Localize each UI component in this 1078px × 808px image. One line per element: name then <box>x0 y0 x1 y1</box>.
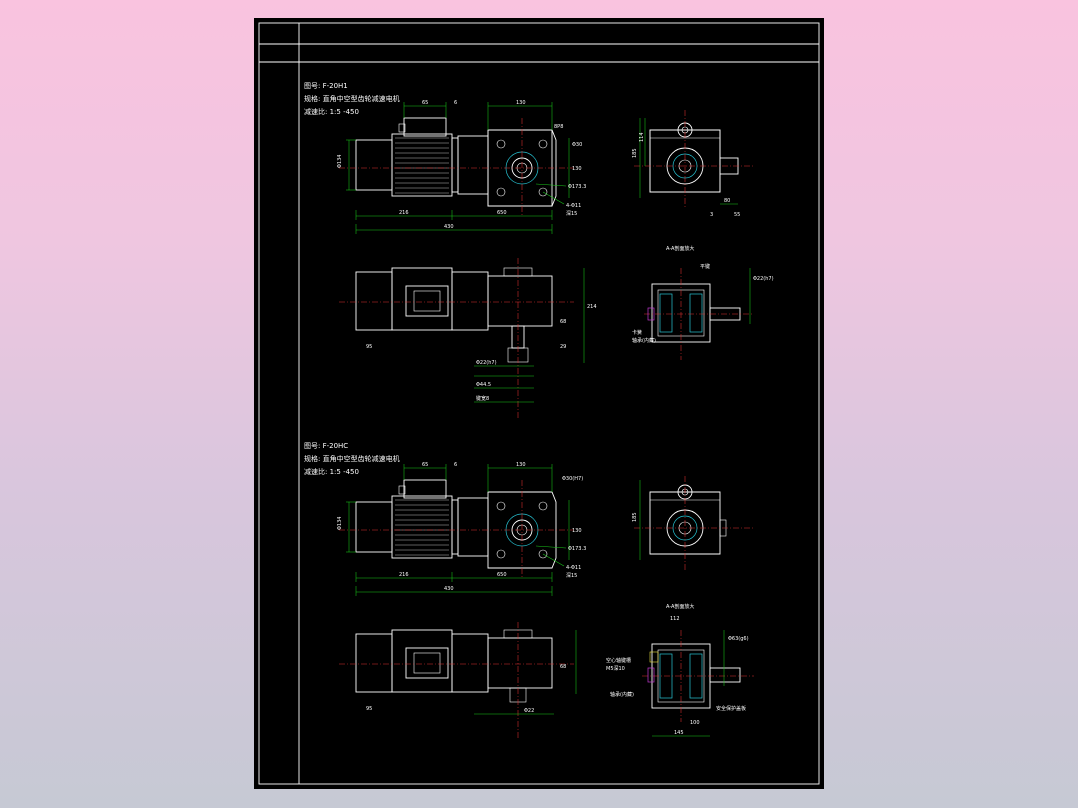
upper-ratio-label: 减速比: 1:5 -450 <box>304 107 359 116</box>
cad-drawing: 图号: F-20H1 规格: 直角中空型齿轮减速电机 减速比: 1:5 -450 <box>258 22 820 785</box>
upper-section-view: A-A剖面放大 卡簧 轴承(内藏) 平键 Φ22(h7) <box>632 245 774 360</box>
lower-section-view: A-A剖面放大 112 空心轴键槽 M5深10 轴承(内藏) 安全保护盖板 Φ6… <box>606 603 754 737</box>
upper-side-dim-80: 80 <box>724 198 730 204</box>
lower-model-label: 图号: F-20HC <box>304 442 348 450</box>
lower-side-view: 185 <box>632 476 754 570</box>
upper-side-dim-55: 55 <box>734 212 740 218</box>
upper-spec-label: 规格: 直角中空型齿轮减速电机 <box>304 94 400 103</box>
lower-dim-6: 6 <box>454 462 457 468</box>
upper-section-dim-phi22: Φ22(h7) <box>753 276 774 282</box>
upper-dim-430: 430 <box>444 224 454 230</box>
upper-plan-dim-214: 214 <box>587 304 597 310</box>
lower-side-dim-185: 185 <box>632 512 638 522</box>
upper-dim-216: 216 <box>399 210 409 216</box>
upper-plan-dim-phi44: Φ44.5 <box>476 382 491 388</box>
upper-dim-4phi11: 4-Φ11 <box>566 203 581 209</box>
lower-dim-h130: 130 <box>572 528 582 534</box>
lower-plan-dim-phi22: Φ22 <box>524 708 534 714</box>
upper-model-label: 图号: F-20H1 <box>304 82 348 90</box>
upper-dim-8p8: 8P8 <box>554 124 563 130</box>
lower-dim-phi173: Φ173.3 <box>568 546 586 552</box>
lower-dim-depth: 深15 <box>566 572 577 579</box>
lower-dim-650: 650 <box>497 572 507 578</box>
upper-plan-dim-key: 键宽8 <box>476 395 489 402</box>
upper-side-dim-3: 3 <box>710 212 713 218</box>
lower-section-label-d: 安全保护盖板 <box>716 705 746 712</box>
upper-section-title: A-A剖面放大 <box>666 245 694 252</box>
upper-plan-dim-29: 29 <box>560 344 566 350</box>
lower-dim-phi30: Φ30(H7) <box>562 476 583 482</box>
upper-dim-6: 6 <box>454 100 457 106</box>
lower-section-dim-145: 145 <box>674 730 684 736</box>
drawing-sheet: 图号: F-20H1 规格: 直角中空型齿轮减速电机 减速比: 1:5 -450 <box>254 18 824 789</box>
upper-title-block: 图号: F-20H1 规格: 直角中空型齿轮减速电机 减速比: 1:5 -450 <box>304 82 400 116</box>
upper-dim-650: 650 <box>497 210 507 216</box>
lower-plan-dim-68: 68 <box>560 664 566 670</box>
upper-plan-dim-68: 68 <box>560 319 566 325</box>
lower-title-block: 图号: F-20HC 规格: 直角中空型齿轮减速电机 减速比: 1:5 -450 <box>304 442 400 476</box>
upper-side-dim-185: 185 <box>632 148 638 158</box>
lower-front-view: Φ134 216 650 430 65 6 130 Φ30(H7) 130 Φ1… <box>337 462 586 596</box>
upper-side-dim-114: 114 <box>639 132 645 142</box>
lower-ratio-label: 减速比: 1:5 -450 <box>304 467 359 476</box>
lower-spec-label: 规格: 直角中空型齿轮减速电机 <box>304 454 400 463</box>
upper-side-view: 185 114 80 55 3 <box>632 110 754 218</box>
lower-plan-dim-95: 95 <box>366 706 372 712</box>
lower-section-dim-phi63: Φ63(g6) <box>728 636 749 642</box>
upper-dim-depth: 深15 <box>566 210 577 217</box>
upper-dim-h130: 130 <box>572 166 582 172</box>
upper-section-note: 轴承(内藏) <box>632 337 656 344</box>
upper-section-label-b: 卡簧 <box>632 329 642 336</box>
lower-section-dim-112: 112 <box>670 616 680 622</box>
upper-section-label-a: 平键 <box>700 263 710 270</box>
lower-dim-phi134: Φ134 <box>337 517 343 530</box>
lower-section-title: A-A剖面放大 <box>666 603 694 610</box>
upper-dim-65: 65 <box>422 100 428 106</box>
upper-plan-dim-phi22: Φ22(h7) <box>476 360 497 366</box>
upper-plan-view: 214 68 29 Φ22(h7) Φ44.5 键宽8 95 <box>339 258 597 418</box>
lower-section-dim-100: 100 <box>690 720 700 726</box>
drawing-frame <box>258 22 820 785</box>
lower-dim-65: 65 <box>422 462 428 468</box>
lower-section-label-c: 轴承(内藏) <box>610 691 634 698</box>
upper-dim-130: 130 <box>516 100 526 106</box>
lower-dim-130: 130 <box>516 462 526 468</box>
lower-plan-view: 68 Φ22 95 <box>339 622 577 738</box>
lower-dim-216: 216 <box>399 572 409 578</box>
lower-dim-4phi11: 4-Φ11 <box>566 565 581 571</box>
lower-dim-430: 430 <box>444 586 454 592</box>
upper-dim-phi134: Φ134 <box>337 155 343 168</box>
lower-section-label-a: 空心轴键槽 <box>606 657 631 664</box>
lower-section-label-b: M5深10 <box>606 665 625 672</box>
upper-dim-phi173: Φ173.3 <box>568 184 586 190</box>
upper-dim-phi30: Φ30 <box>572 142 582 148</box>
upper-front-view: Φ134 216 650 430 65 6 130 Φ30 130 Φ173.3… <box>337 100 586 234</box>
upper-plan-dim-95: 95 <box>366 344 372 350</box>
